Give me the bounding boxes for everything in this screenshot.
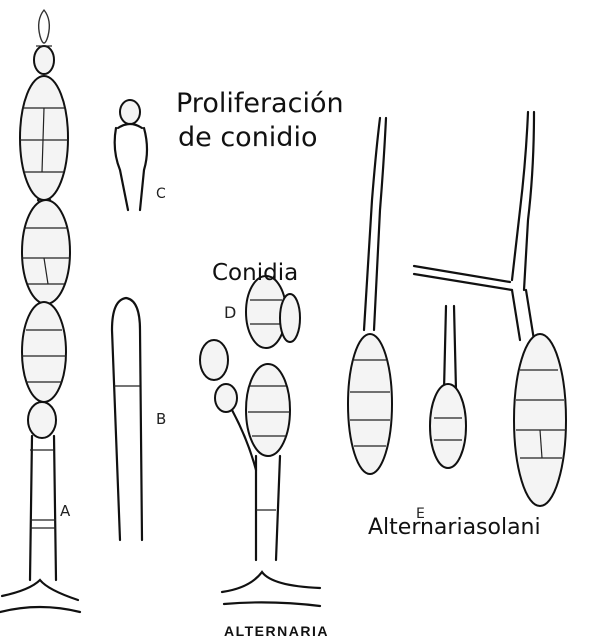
label-b: B: [156, 410, 166, 428]
label-a: A: [60, 502, 71, 520]
specimen-d-conidia: [200, 276, 320, 606]
specimen-b-conidiophore: [112, 298, 142, 540]
figure-caption: ALTERNARIA: [224, 623, 329, 639]
label-d: D: [224, 303, 236, 322]
conidia-label: Conidia: [212, 260, 298, 286]
species-label: Alternariasolani: [368, 515, 541, 540]
title-line-1: Proliferación: [176, 88, 344, 119]
specimen-a-conidial-chain: [0, 10, 80, 612]
label-c: C: [156, 186, 166, 202]
specimen-e-small-conidium: [430, 306, 466, 468]
specimen-e-long-conidium: [348, 118, 392, 474]
title-line-2: de conidio: [178, 122, 317, 153]
specimen-c-tip: [115, 100, 147, 210]
